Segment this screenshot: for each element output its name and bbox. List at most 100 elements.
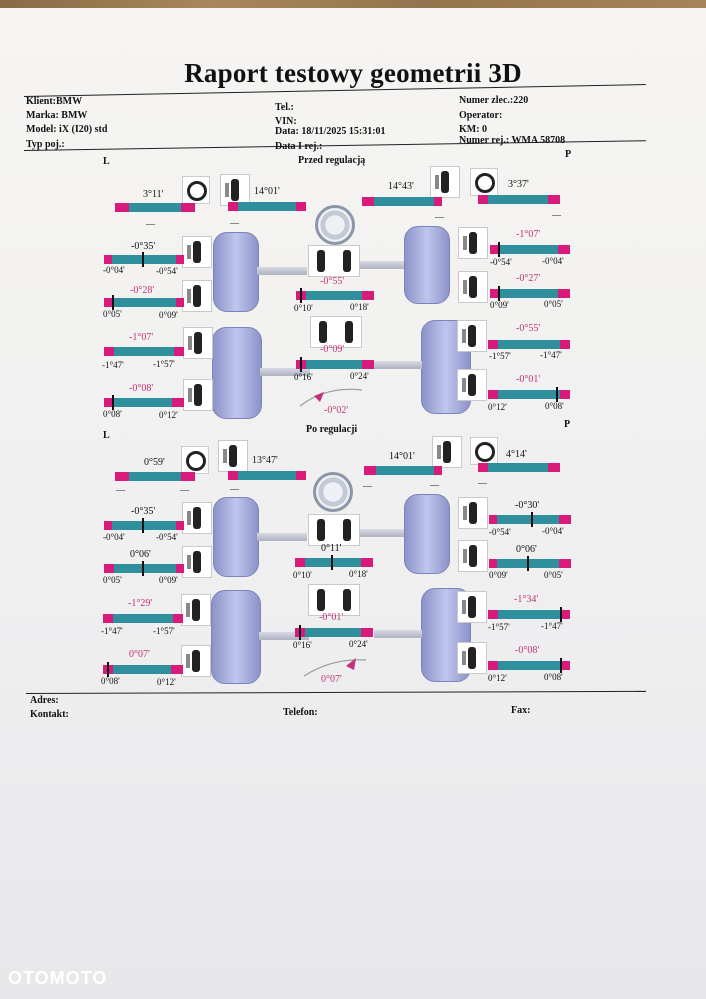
right-side-marker: P: [565, 149, 572, 160]
rear-left-tire: [212, 327, 262, 419]
rear-total-toe-max: 0°24': [349, 639, 368, 649]
thrust-angle-arc: [303, 658, 367, 677]
toe-icon: [458, 540, 488, 572]
fl-camber-max: -0°54': [156, 266, 178, 276]
rr-toe-max: 0°08': [544, 672, 563, 682]
kingpin-icon: [220, 174, 250, 206]
front-total-toe-bar: [296, 288, 374, 303]
rr-camber-value: -1°34': [514, 594, 539, 605]
rl-toe-min: 0°08': [103, 409, 122, 419]
fl-toe-min: 0°05': [103, 575, 122, 585]
fr-camber-min: -0°54': [489, 527, 511, 537]
dash-mark: —: [230, 218, 239, 228]
left-side-marker: L: [103, 430, 110, 441]
fr-toe-bar: [489, 556, 571, 571]
rl-camber-bar: [103, 614, 183, 623]
rl-toe-max: 0°12': [159, 410, 178, 420]
rr-camber-min: -1°57': [488, 622, 510, 632]
fl-camber-value: -0°35': [131, 241, 156, 252]
total-toe-icon: [308, 584, 360, 616]
tire-side-icon: [182, 176, 210, 204]
front-right-tire: [404, 226, 450, 304]
camber-icon: [181, 594, 211, 626]
front-total-toe-value: 0°11': [321, 543, 342, 554]
dash-mark: —: [116, 485, 125, 495]
rl-camber-max: -1°57': [153, 359, 175, 369]
front-total-toe-min: 0°10': [293, 570, 312, 580]
front-left-tire: [213, 497, 259, 577]
kingpin-icon: [218, 440, 248, 472]
rear-total-toe-max: 0°24': [350, 371, 369, 381]
sai-right-value: 14°01': [389, 451, 415, 462]
total-toe-icon: [308, 245, 360, 277]
rear-axle-left: [260, 368, 310, 376]
camber-icon: [458, 497, 488, 529]
rear-left-tire: [211, 590, 261, 684]
rear-total-toe-value: -0°09': [320, 344, 345, 355]
fr-toe-bar: [490, 286, 570, 301]
fl-camber-min: -0°04': [103, 532, 125, 542]
fr-camber-bar: [489, 512, 571, 527]
fl-camber-min: -0°04': [103, 265, 125, 275]
first-registration-field: Data I rej.:: [275, 141, 323, 152]
toe-icon: [458, 271, 488, 303]
vehicle-type-field: Typ poj.:: [26, 139, 65, 150]
phone-field: Tel.:: [275, 102, 294, 113]
sai-right-value: 14°43': [388, 181, 414, 192]
rear-total-toe-value: -0°01': [319, 612, 344, 623]
camber-icon: [182, 502, 212, 534]
rl-camber-bar: [104, 347, 184, 356]
registration-number-field: Numer rej.: WMA 58708: [459, 135, 566, 146]
contact-field: Kontakt:: [30, 709, 69, 720]
sai-right-bar: [362, 197, 442, 206]
fr-camber-bar: [490, 242, 570, 257]
tire-side-icon: [470, 437, 498, 465]
rear-total-toe-bar: [296, 357, 374, 372]
caster-right-value: 3°37': [508, 179, 529, 190]
fl-camber-value: -0°35': [131, 506, 156, 517]
front-total-toe-max: 0°18': [349, 569, 368, 579]
fl-toe-bar: [104, 561, 184, 576]
rear-axle-right: [374, 361, 422, 369]
rr-camber-bar: [488, 607, 570, 622]
caster-right-bar: [478, 463, 560, 472]
fr-camber-max: -0°04': [542, 526, 564, 536]
rl-camber-max: -1°57': [153, 626, 175, 636]
fr-camber-value: -0°30': [515, 500, 540, 511]
toe-icon: [457, 369, 487, 401]
front-right-tire: [404, 494, 450, 574]
dash-mark: —: [146, 219, 155, 229]
rl-toe-min: 0°08': [101, 676, 120, 686]
rr-toe-bar: [488, 387, 570, 402]
dash-mark: —: [180, 485, 189, 495]
toe-icon: [183, 379, 213, 411]
total-toe-icon: [310, 316, 362, 348]
camber-icon: [182, 236, 212, 268]
toe-icon: [457, 642, 487, 674]
front-total-toe-bar: [295, 555, 373, 570]
caster-left-bar: [115, 203, 195, 212]
fr-camber-value: -1°07': [516, 229, 541, 240]
dash-mark: —: [435, 212, 444, 222]
dash-mark: —: [363, 481, 372, 491]
caster-left-bar: [115, 472, 195, 481]
fl-toe-value: 0°06': [130, 549, 151, 560]
sai-left-bar: [228, 471, 306, 480]
model-field: Model: iX (I20) std: [26, 124, 108, 135]
front-axle-left: [257, 267, 307, 275]
dash-mark: —: [430, 480, 439, 490]
sai-left-bar: [228, 202, 306, 211]
fl-toe-max: 0°09': [159, 310, 178, 320]
tire-side-icon: [181, 446, 209, 474]
rr-toe-max: 0°08': [545, 401, 564, 411]
fr-toe-min: 0°09': [490, 300, 509, 310]
address-field: Adres:: [30, 695, 59, 706]
fr-toe-value: 0°06': [516, 544, 537, 555]
front-left-tire: [213, 232, 259, 312]
rr-camber-value: -0°55': [516, 323, 541, 334]
dash-mark: —: [478, 478, 487, 488]
fr-camber-min: -0°54': [490, 257, 512, 267]
vin-field: VIN:: [275, 116, 297, 127]
sai-left-value: 13°47': [252, 455, 278, 466]
section-after-title: Po regulacji: [306, 424, 358, 435]
